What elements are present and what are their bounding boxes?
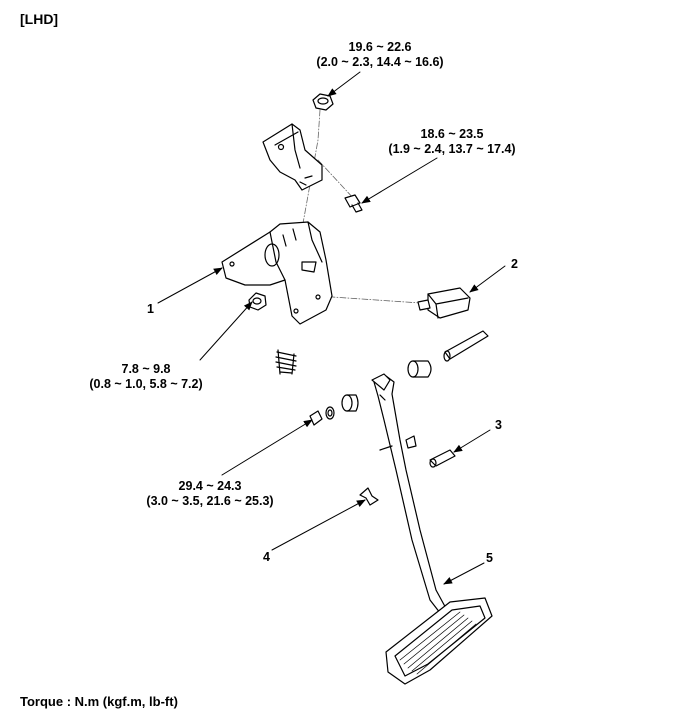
callout-1: 1 — [147, 302, 154, 316]
leader-nut-pivot — [221, 419, 313, 476]
callout-2: 2 — [511, 257, 518, 271]
bushing-left — [341, 394, 359, 412]
torque-nut-top: 19.6 ~ 22.6 (2.0 ~ 2.3, 14.4 ~ 16.6) — [300, 40, 460, 70]
torque-nut-mid-alt: (0.8 ~ 1.0, 5.8 ~ 7.2) — [89, 377, 203, 391]
washer — [325, 406, 335, 420]
torque-nut-mid: 7.8 ~ 9.8 (0.8 ~ 1.0, 5.8 ~ 7.2) — [66, 362, 226, 392]
pedal-arm — [371, 373, 449, 619]
stop-lamp-switch — [417, 287, 471, 319]
upper-bracket — [262, 123, 323, 191]
leader-2 — [469, 265, 506, 293]
bushing-right — [407, 360, 432, 378]
return-spring — [275, 349, 297, 375]
leader-5 — [443, 562, 485, 585]
pedal-pad — [385, 597, 493, 685]
torque-bolt-top-alt: (1.9 ~ 2.4, 13.7 ~ 17.4) — [388, 142, 516, 156]
torque-nut-pivot-alt: (3.0 ~ 3.5, 21.6 ~ 25.3) — [146, 494, 274, 508]
torque-nut-top-nm: 19.6 ~ 22.6 — [348, 40, 412, 54]
pivot-nut — [309, 410, 323, 426]
callout-5: 5 — [486, 551, 493, 565]
assembly-lines — [299, 109, 421, 304]
torque-unit-note: Torque : N.m (kgf.m, lb-ft) — [20, 694, 178, 709]
top-bolt — [344, 194, 363, 213]
pivot-bolt — [443, 330, 489, 362]
mid-nut — [248, 292, 267, 311]
leader-3 — [453, 429, 491, 453]
leader-bolt-top — [361, 157, 438, 204]
leader-1 — [157, 267, 223, 304]
top-nut — [312, 93, 334, 111]
diagram-header: [LHD] — [20, 11, 59, 27]
assembly-line-bolt — [317, 159, 356, 201]
torque-bolt-top-nm: 18.6 ~ 23.5 — [420, 127, 484, 141]
callout-3: 3 — [495, 418, 502, 432]
main-bracket — [221, 221, 333, 325]
torque-nut-mid-nm: 7.8 ~ 9.8 — [121, 362, 171, 376]
torque-nut-top-alt: (2.0 ~ 2.3, 14.4 ~ 16.6) — [316, 55, 444, 69]
torque-bolt-top: 18.6 ~ 23.5 (1.9 ~ 2.4, 13.7 ~ 17.4) — [372, 127, 532, 157]
callout-4: 4 — [263, 550, 270, 564]
leader-arrows — [157, 71, 506, 585]
stopper-bolt — [429, 449, 456, 468]
leader-nut-mid — [199, 301, 253, 361]
torque-nut-pivot-nm: 29.4 ~ 24.3 — [178, 479, 242, 493]
leader-4 — [271, 499, 366, 551]
clip — [359, 487, 379, 506]
leader-nut-top — [327, 71, 361, 97]
assembly-line-top — [299, 109, 321, 241]
torque-nut-pivot: 29.4 ~ 24.3 (3.0 ~ 3.5, 21.6 ~ 25.3) — [125, 479, 295, 509]
assembly-line-switch — [317, 295, 421, 304]
